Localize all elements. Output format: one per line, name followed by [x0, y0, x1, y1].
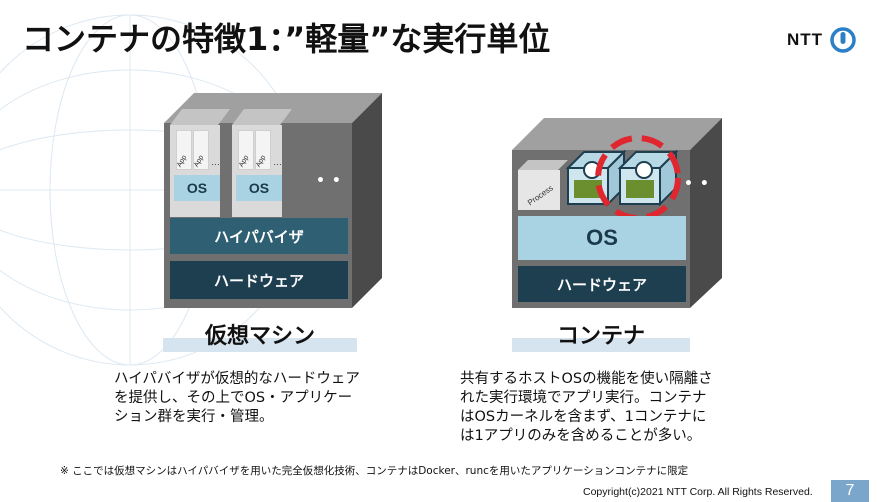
- ntt-logo-text: NTT: [786, 30, 823, 49]
- vm-guest-os: OS: [236, 175, 282, 201]
- ntt-logo: NTT: [787, 26, 857, 54]
- vm-hypervisor-layer: ハイパバイザ: [170, 218, 348, 254]
- container-diagram: Process • • OS ハードウェア: [512, 118, 722, 308]
- container-process-shape: [518, 160, 568, 210]
- ntt-logo-icon: [830, 27, 856, 53]
- vm-description: ハイパバイザが仮想的なハードウェア を提供し、その上でOS・アプリケー ション群…: [114, 371, 360, 425]
- container-caption: コンテナ: [556, 324, 645, 349]
- vm-hardware-layer: ハードウェア: [170, 261, 348, 299]
- vm-app-ellipsis: …: [273, 157, 282, 167]
- container-caption-underline: [512, 338, 690, 352]
- page-number: 7: [831, 480, 869, 502]
- container-description: 共有するホストOSの機能を使い隔離さ れた実行環境でアプリ実行。コンテナ はOS…: [460, 371, 713, 444]
- container-more-dots: • •: [684, 176, 710, 192]
- slide-title: コンテナの特徴1：”軽量”な実行単位: [22, 20, 551, 58]
- vm-diagram: App App … OS App App … OS • • ハイパバイザ ハード…: [164, 93, 382, 308]
- vm-caption: 仮想マシン: [204, 324, 315, 349]
- vm-caption-underline: [163, 338, 357, 352]
- container-os-layer: OS: [518, 216, 686, 260]
- container-hardware-layer: ハードウェア: [518, 266, 686, 302]
- vm-app-card: [176, 130, 192, 170]
- footnote: ※ ここでは仮想マシンはハイパバイザを用いた完全仮想化技術、コンテナはDocke…: [60, 465, 689, 477]
- vm-app-card: [238, 130, 254, 170]
- container-units-graphic: [565, 149, 679, 207]
- vm-more-dots: • •: [316, 173, 342, 189]
- vm-app-card: [193, 130, 209, 170]
- vm-guest-os: OS: [174, 175, 220, 201]
- container-highlight-circle: [595, 135, 681, 221]
- vm-app-ellipsis: …: [211, 157, 220, 167]
- vm-app-card: [255, 130, 271, 170]
- copyright: Copyright(c)2021 NTT Corp. All Rights Re…: [583, 486, 813, 498]
